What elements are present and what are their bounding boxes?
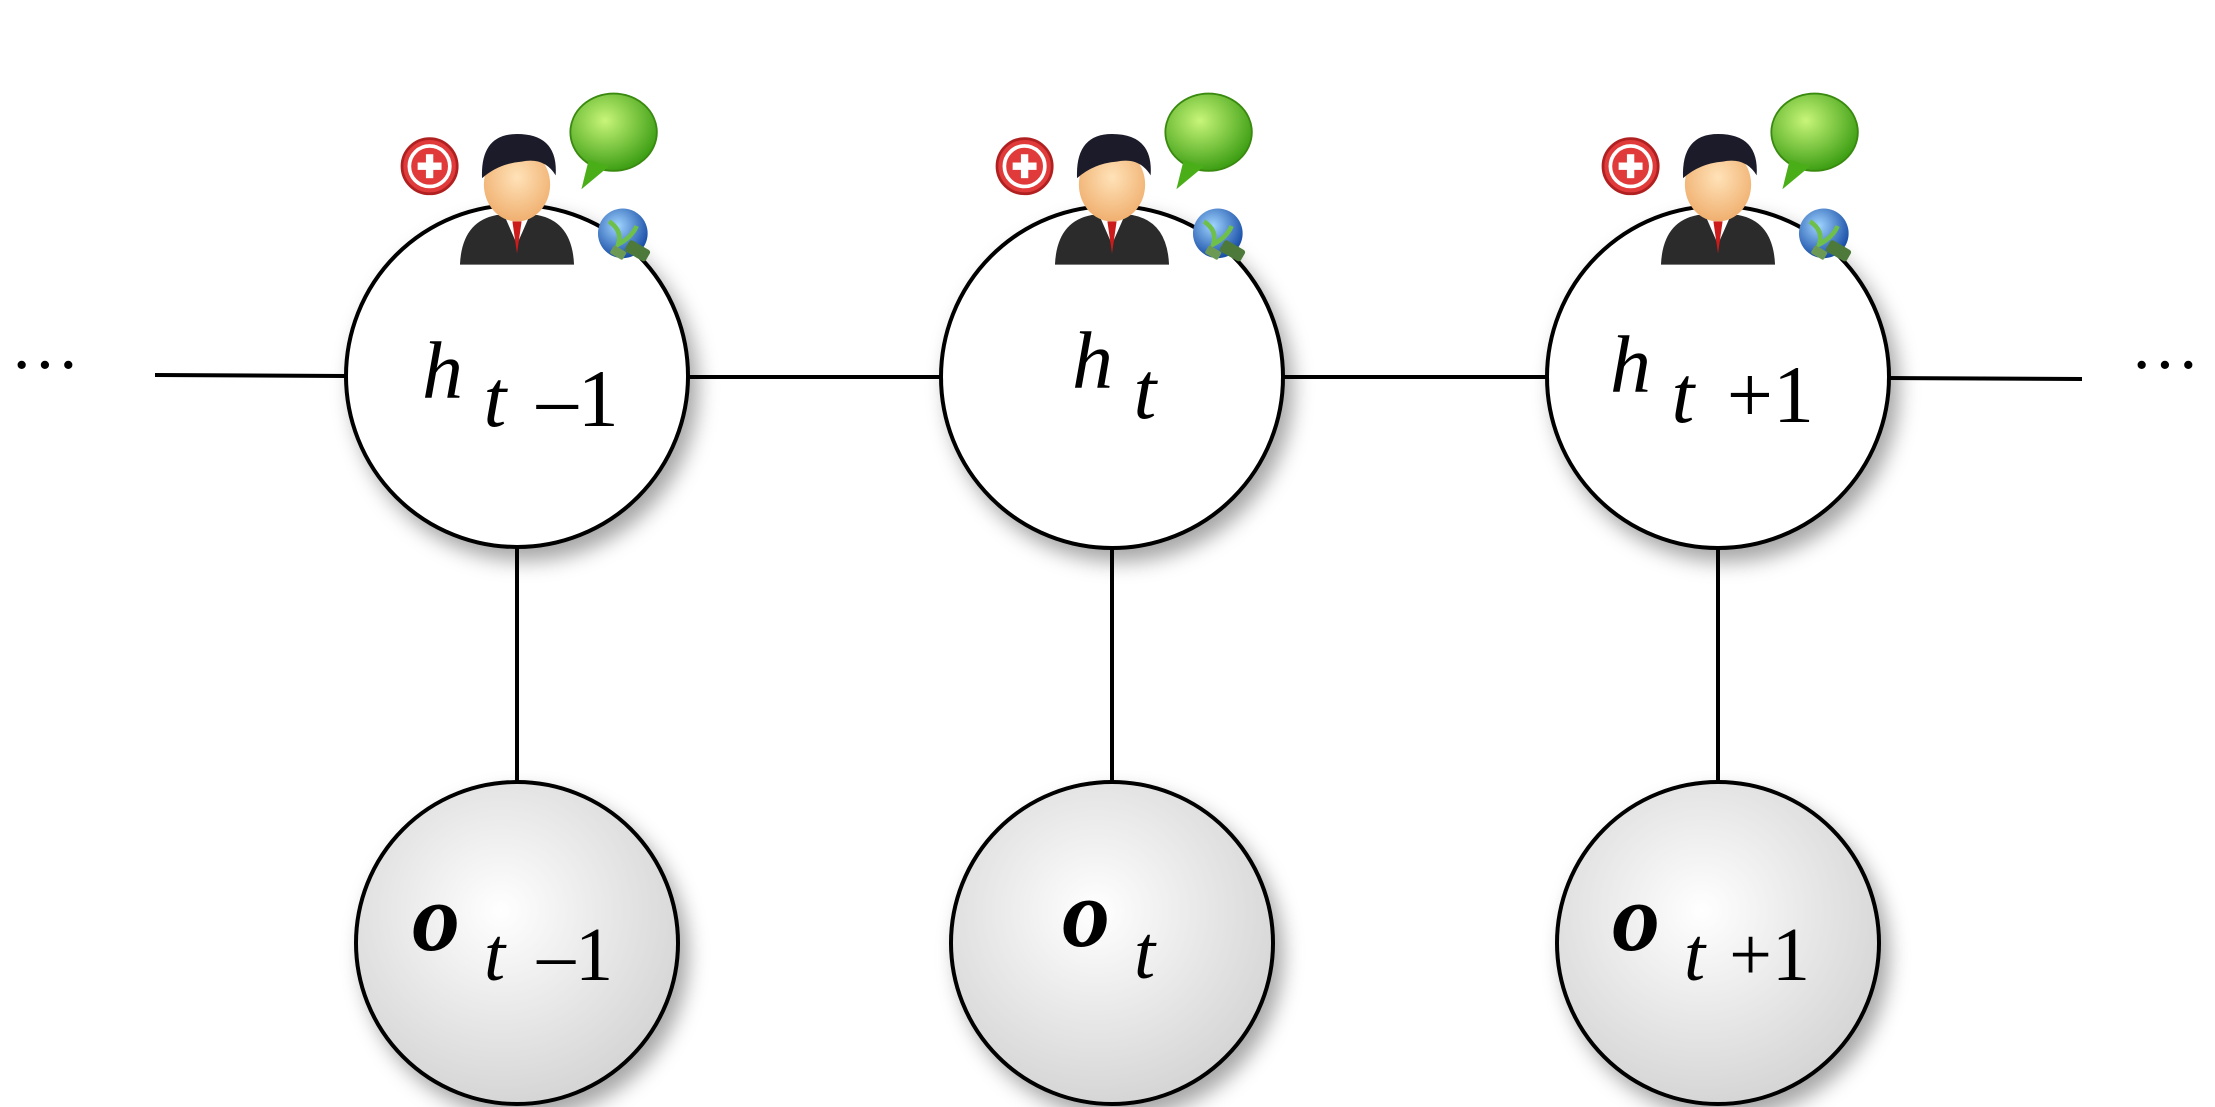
hidden-node-3-base: h bbox=[1610, 319, 1651, 410]
hidden-node-3-sub: t bbox=[1672, 349, 1697, 440]
ellipsis-left: ··· bbox=[10, 327, 80, 404]
svg-text:h t: h t bbox=[1072, 315, 1159, 436]
observed-node-3-base: o bbox=[1612, 864, 1660, 971]
hidden-node-2-base: h bbox=[1072, 315, 1113, 406]
chain-edges bbox=[154, 373, 2083, 381]
edge-left-in bbox=[154, 373, 347, 378]
hidden-node-3-suffix: +1 bbox=[1727, 349, 1814, 440]
svg-text:o t –1: o t –1 bbox=[412, 864, 613, 1001]
observed-node-3-suffix: +1 bbox=[1729, 913, 1810, 997]
hidden-node-2: h t bbox=[939, 94, 1285, 550]
svg-text:h t +1: h t +1 bbox=[1610, 319, 1814, 440]
hidden-node-1-sub: t bbox=[484, 353, 509, 444]
svg-text:h t –1: h t –1 bbox=[422, 325, 619, 444]
hidden-node-2-sub: t bbox=[1134, 345, 1159, 436]
observed-node-1: o t –1 bbox=[354, 780, 680, 1106]
hidden-node-3: h t +1 bbox=[1545, 94, 1891, 550]
observed-node-2: o t bbox=[949, 780, 1275, 1106]
observed-node-2-base: o bbox=[1062, 860, 1110, 967]
observed-node-1-sub: t bbox=[484, 913, 507, 997]
observed-node-3-sub: t bbox=[1684, 913, 1707, 997]
svg-text:o t: o t bbox=[1062, 860, 1157, 995]
hidden-node-1: h t –1 bbox=[344, 94, 690, 549]
ellipsis-right: ··· bbox=[2130, 327, 2200, 404]
hidden-node-1-base: h bbox=[422, 325, 463, 416]
emission-edges bbox=[515, 547, 1720, 782]
hidden-node-1-suffix: –1 bbox=[536, 353, 619, 444]
observed-node-1-suffix: –1 bbox=[536, 913, 613, 997]
edge-right-out bbox=[1888, 376, 2083, 381]
observed-node-3: o t +1 bbox=[1555, 780, 1881, 1106]
svg-text:o t +1: o t +1 bbox=[1612, 864, 1810, 1001]
observed-node-1-base: o bbox=[412, 864, 460, 971]
observed-node-2-sub: t bbox=[1134, 911, 1157, 995]
